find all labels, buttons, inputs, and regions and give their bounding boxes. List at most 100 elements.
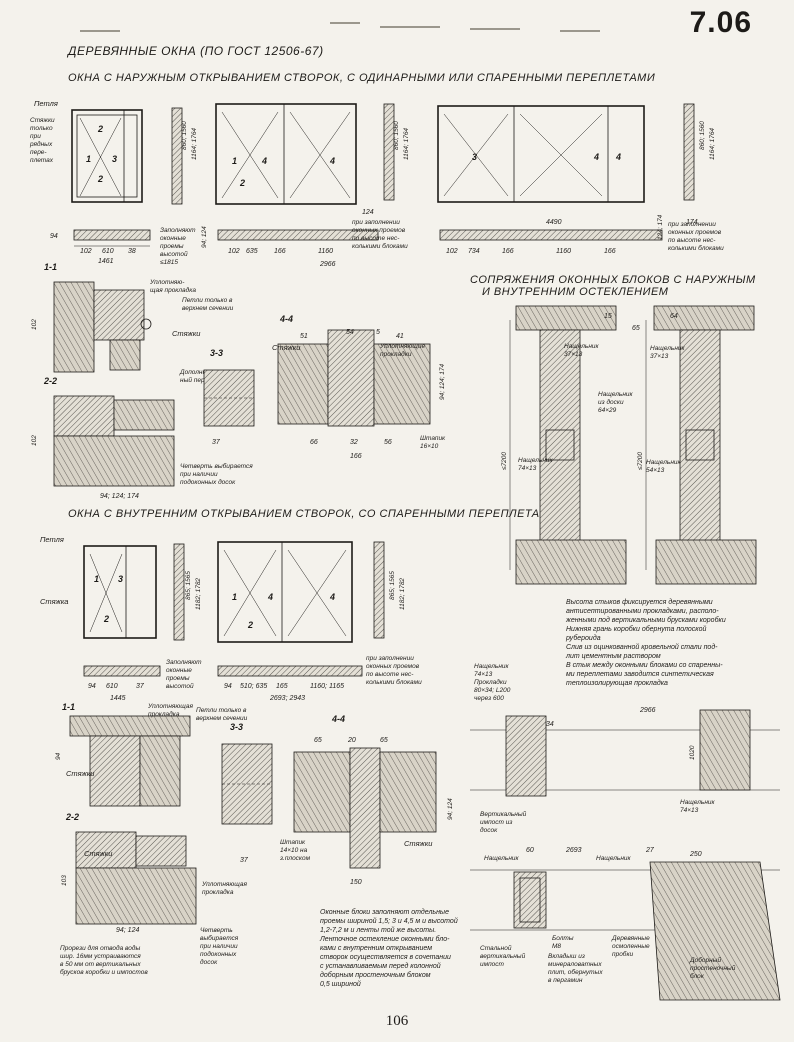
svg-text:64×29: 64×29 [598, 407, 617, 414]
svg-text:1: 1 [232, 156, 237, 166]
svg-text:1: 1 [232, 592, 237, 602]
svg-text:34: 34 [546, 721, 554, 728]
svg-text:16×10: 16×10 [420, 443, 439, 450]
svg-text:2-2: 2-2 [65, 812, 79, 822]
svg-text:27: 27 [645, 847, 655, 854]
svg-text:102: 102 [228, 248, 240, 255]
svg-text:2966: 2966 [319, 261, 336, 268]
svg-text:32: 32 [350, 439, 358, 446]
svg-text:37×13: 37×13 [650, 353, 669, 360]
svg-text:3: 3 [472, 152, 477, 162]
svg-text:174: 174 [686, 219, 698, 226]
svg-text:37: 37 [136, 683, 145, 690]
svg-text:Высота стыков фиксируется дере: Высота стыков фиксируется деревянными [566, 598, 713, 606]
svg-text:выбирается: выбирается [200, 934, 239, 942]
svg-text:при заполнении: при заполнении [352, 219, 400, 226]
plan-details: Нащельник 74×13 Прокладки 80×34; L200 че… [470, 663, 781, 1001]
svg-text:минераловатных: минераловатных [548, 961, 602, 968]
svg-text:только: только [30, 125, 53, 132]
svg-text:Стяжки: Стяжки [272, 343, 301, 352]
svg-text:Прорези для отвода воды: Прорези для отвода воды [60, 944, 140, 952]
svg-text:вертикальный: вертикальный [480, 952, 526, 960]
svg-text:165: 165 [276, 683, 288, 690]
svg-text:166: 166 [274, 248, 286, 255]
svg-text:пере-: пере- [30, 149, 47, 156]
junctions-title-line-1: СОПРЯЖЕНИЯ ОКОННЫХ БЛОКОВ С НАРУЖНЫМ [470, 274, 756, 286]
svg-text:4-4: 4-4 [279, 314, 293, 324]
svg-text:2966: 2966 [639, 707, 656, 714]
svg-text:4: 4 [593, 152, 599, 162]
svg-text:оконных проемов: оконных проемов [352, 227, 406, 234]
svg-text:теплоизолирующая прокладка: теплоизолирующая прокладка [566, 679, 668, 687]
svg-text:860; 1560: 860; 1560 [393, 121, 400, 150]
svg-text:Слив из оцинкованной кровельно: Слив из оцинкованной кровельной стали по… [566, 643, 718, 651]
svg-text:Нащельник: Нащельник [474, 663, 510, 670]
svg-text:94; 124: 94; 124 [447, 798, 454, 820]
svg-text:проемы: проемы [160, 243, 184, 250]
svg-text:1020: 1020 [689, 745, 696, 760]
svg-text:Петли только в: Петли только в [182, 297, 233, 304]
svg-text:оконные: оконные [166, 667, 192, 674]
svg-text:при заполнении: при заполнении [668, 221, 716, 228]
svg-text:54×13: 54×13 [646, 467, 665, 474]
svg-text:Стяжки: Стяжки [66, 769, 95, 778]
svg-text:74×13: 74×13 [680, 807, 699, 814]
svg-text:4-4: 4-4 [331, 714, 345, 724]
svg-text:250: 250 [689, 851, 702, 858]
svg-text:610: 610 [102, 248, 114, 255]
page-number-top: 7.06 [689, 6, 752, 39]
svg-text:20: 20 [347, 737, 356, 744]
svg-text:прокладки: прокладки [380, 350, 412, 358]
svg-text:51: 51 [300, 333, 308, 340]
svg-text:65: 65 [632, 325, 640, 332]
svg-text:Нащельник: Нащельник [564, 343, 600, 350]
svg-text:Нащельник: Нащельник [596, 855, 632, 862]
svg-text:94; 124: 94; 124 [201, 226, 208, 248]
svg-text:4: 4 [615, 152, 621, 162]
svg-text:3: 3 [112, 154, 117, 164]
svg-text:Стяжка: Стяжка [40, 597, 68, 606]
outward-elevation-double: 1 4 4 2 860; 1560 1164; 1764 102 635 166… [201, 103, 410, 268]
svg-text:124; 174: 124; 174 [657, 214, 664, 240]
svg-text:166: 166 [604, 248, 616, 255]
svg-text:по высоте нес-: по высоте нес- [352, 235, 400, 242]
svg-text:1: 1 [94, 574, 99, 584]
svg-text:доборным простеночным блоком: доборным простеночным блоком [320, 971, 431, 979]
svg-text:150: 150 [350, 879, 362, 886]
svg-text:56: 56 [384, 439, 392, 446]
svg-text:шир. 16мм устраиваются: шир. 16мм устраиваются [60, 953, 141, 960]
svg-text:610: 610 [106, 683, 118, 690]
inward-elevation-single: 1 3 2 Петля Стяжка 865; 1565 1182; 1782 … [40, 535, 202, 702]
svg-text:Прокладки: Прокладки [474, 678, 507, 686]
svg-text:Ленточное остекление оконными: Ленточное остекление оконными бло- [319, 935, 450, 943]
svg-text:Доборный: Доборный [689, 956, 721, 964]
svg-text:высотой: высотой [166, 682, 194, 690]
svg-text:≤1815: ≤1815 [160, 259, 178, 266]
svg-text:2: 2 [247, 620, 253, 630]
svg-text:прокладка: прокладка [202, 888, 234, 896]
svg-text:1,2-7,2 м и ленты той же высот: 1,2-7,2 м и ленты той же высоты. [320, 926, 436, 934]
svg-text:Нащельник: Нащельник [650, 345, 686, 352]
svg-text:860; 1560: 860; 1560 [699, 121, 706, 150]
svg-text:подоконных досок: подоконных досок [180, 478, 236, 486]
svg-text:4: 4 [329, 156, 335, 166]
svg-text:оконные: оконные [160, 235, 186, 242]
svg-text:колькими блоками: колькими блоками [352, 242, 408, 250]
inward-windows-title: ОКНА С ВНУТРЕННИМ ОТКРЫВАНИЕМ СТВОРОК, С… [68, 508, 558, 520]
svg-text:верхнем сечении: верхнем сечении [196, 715, 248, 722]
svg-text:по высоте нес-: по высоте нес- [366, 671, 414, 678]
svg-text:14×10 на: 14×10 на [280, 847, 308, 854]
svg-text:при наличии: при наличии [180, 471, 218, 478]
svg-text:Нащельник: Нащельник [646, 459, 682, 466]
svg-text:1182; 1782: 1182; 1782 [195, 578, 202, 610]
svg-text:Стяжки: Стяжки [172, 329, 201, 338]
svg-text:3-3: 3-3 [210, 348, 223, 358]
svg-text:4490: 4490 [546, 219, 562, 226]
svg-text:брусков коробки и импостов: брусков коробки и импостов [60, 968, 148, 976]
svg-text:37: 37 [240, 857, 249, 864]
svg-text:2: 2 [97, 174, 103, 184]
svg-text:1160; 1165: 1160; 1165 [310, 683, 344, 690]
svg-text:102: 102 [31, 319, 38, 330]
svg-text:з.плоском: з.плоском [279, 855, 311, 862]
